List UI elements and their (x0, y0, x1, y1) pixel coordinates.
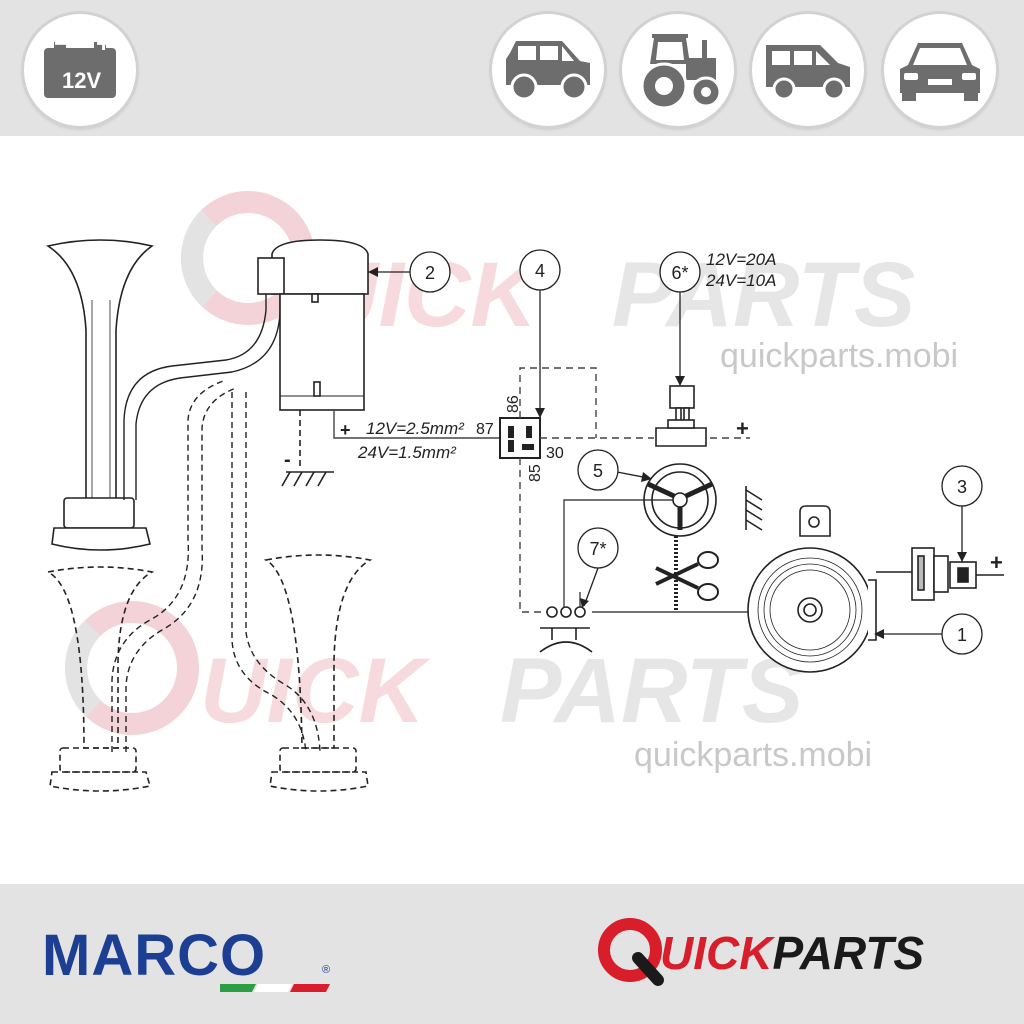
quickparts-q-logo-icon (598, 918, 664, 986)
watermark-url-top: quickparts.mobi (720, 337, 958, 375)
compressor (257, 239, 369, 411)
footer-band (0, 884, 1024, 1024)
horn-connector (876, 547, 1004, 601)
battery-voltage-label: 12V (62, 68, 102, 93)
callout-1-label: 1 (957, 625, 967, 645)
dashed-wiring (519, 367, 750, 613)
electric-horn (747, 505, 877, 673)
ground-minus-sign: - (284, 449, 291, 471)
tractor-badge (622, 14, 734, 126)
horn-trumpet-solid (45, 239, 154, 551)
quickparts-uick: UICK (660, 927, 773, 979)
steering-ground (745, 486, 763, 531)
callout-5-label: 5 (593, 461, 603, 481)
suv-icon (506, 41, 590, 101)
callout-arrowheads (368, 267, 967, 639)
callout-2-label: 2 (425, 263, 435, 283)
fuse (655, 385, 707, 447)
watermark-parts-bottom: PARTS (500, 640, 803, 742)
relay-pin-30: 30 (546, 445, 564, 462)
horn-trumpet-dashed-right (263, 554, 373, 792)
horn-trumpet-dashed-left (45, 566, 155, 792)
relay (499, 417, 541, 459)
quickparts-logo-text: UICKPARTS (660, 926, 924, 980)
van-badge (752, 14, 864, 126)
compressor-plus-sign: + (340, 420, 351, 440)
horn-plus-sign: + (990, 550, 1003, 575)
battery-plus: + (96, 28, 112, 58)
quickparts-parts: PARTS (772, 927, 925, 979)
air-tubes (111, 290, 321, 753)
steering-wheel (643, 463, 717, 610)
relay-pin-85: 85 (527, 464, 544, 482)
fuse-plus-sign: + (736, 416, 749, 441)
compressor-feed-wire (333, 410, 500, 439)
van-icon (766, 45, 850, 101)
callout-6-label: 6* (671, 263, 688, 283)
wire-spec-12v: 12V=2.5mm² (366, 419, 465, 438)
battery-icon (44, 42, 116, 98)
callout-7-label: 7* (589, 539, 606, 559)
relay-pin-87: 87 (476, 421, 494, 438)
watermark-logo-bottom: UICK PARTS (65, 601, 803, 742)
tractor-icon (640, 34, 722, 110)
marco-flag-stripe (220, 984, 330, 992)
callout-2: 2 (409, 251, 451, 293)
callout-5: 5 (577, 449, 619, 491)
car-badge (884, 14, 996, 126)
battery-minus: − (54, 28, 70, 58)
fuse-rating-12v: 12V=20A (706, 250, 776, 269)
callout-7: 7* (577, 527, 619, 569)
battery-badge: − + 12V (24, 14, 136, 126)
suv-badge (492, 14, 604, 126)
fuse-rating-24v: 24V=10A (705, 271, 776, 290)
callout-4: 4 (519, 249, 561, 291)
wire-spec-24v: 24V=1.5mm² (357, 443, 457, 462)
marco-registered-mark: ® (322, 964, 331, 976)
watermark-url-bottom: quickparts.mobi (634, 736, 872, 774)
callout-4-label: 4 (535, 261, 545, 281)
callout-1: 1 (941, 613, 983, 655)
car-icon (900, 43, 980, 101)
callout-3-label: 3 (957, 477, 967, 497)
callout-3: 3 (941, 465, 983, 507)
wiring-diagram: UICK PARTS UICK PARTS quickparts.mobi qu… (45, 191, 1004, 792)
callout-6: 6* (659, 251, 701, 293)
scissors-icon (655, 551, 719, 601)
marco-logo: MARCO (42, 923, 267, 988)
horn-button (539, 606, 593, 653)
watermark-uick-bottom: UICK (200, 640, 431, 742)
relay-pin-86: 86 (505, 395, 522, 413)
compressor-ground (281, 410, 334, 487)
